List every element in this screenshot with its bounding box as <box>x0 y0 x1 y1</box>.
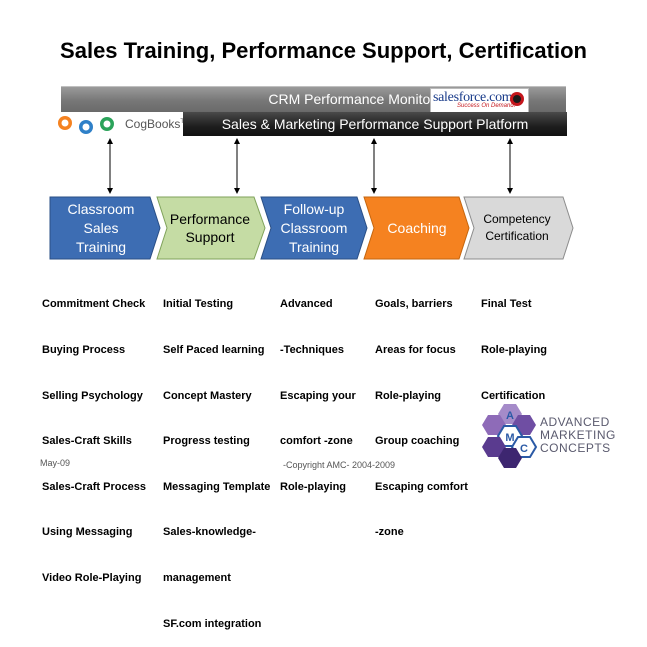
crm-monitoring-bar: CRM Performance Monitoring salesforce.co… <box>61 86 566 113</box>
cogbooks-swirl-icon <box>58 116 114 134</box>
list-item: Self Paced learning <box>163 344 265 357</box>
list-competency-certification: Final Test Role-playing Certification <box>481 267 547 419</box>
list-item: Group coaching <box>375 435 460 448</box>
amc-wordmark-line: ADVANCED <box>540 415 610 429</box>
list-item: -zone <box>375 526 404 539</box>
list-item: Escaping your <box>280 389 356 402</box>
amc-letter-a: A <box>506 410 514 422</box>
footer-copyright: -Copyright AMC- 2004-2009 <box>283 460 396 470</box>
platform-bar-label: Sales & Marketing Performance Support Pl… <box>221 116 529 132</box>
list-performance-support: Initial Testing Self Paced learning Conc… <box>163 267 270 647</box>
amc-letter-m: M <box>505 432 514 444</box>
list-item: Messaging Template <box>163 480 271 493</box>
list-item: Areas for focus <box>375 344 456 357</box>
list-item: Concept Mastery <box>163 389 252 402</box>
salesforce-logo-text: salesforce.com <box>433 90 513 105</box>
stage-chevron-1 <box>49 196 161 260</box>
list-item: Goals, barriers <box>375 298 453 311</box>
list-item: management <box>163 572 231 585</box>
cogbooks-name: CogBooks <box>125 117 181 131</box>
salesforce-badge-icon <box>510 92 524 106</box>
amc-wordmark: ADVANCED MARKETING CONCEPTS <box>540 416 616 455</box>
amc-wordmark-line: MARKETING <box>540 428 616 442</box>
list-item: Role-playing <box>375 389 442 402</box>
connector-arrows <box>107 138 513 194</box>
stage-chevrons <box>49 196 574 260</box>
stage-chevron-3 <box>260 196 368 260</box>
amc-hexagon-logo-icon: A M C <box>482 404 538 468</box>
list-item: Buying Process <box>42 344 126 357</box>
list-coaching: Goals, barriers Areas for focus Role-pla… <box>375 267 468 556</box>
stage-chevron-4 <box>363 196 470 260</box>
list-item: SF.com integration <box>163 617 262 630</box>
amc-wordmark-line: CONCEPTS <box>540 441 611 455</box>
list-item: Video Role-Playing <box>42 572 142 585</box>
list-item: Certification <box>481 389 546 402</box>
amc-letter-c: C <box>520 443 528 455</box>
stage-chevron-5 <box>463 196 574 260</box>
list-follow-up-classroom-training: Advanced -Techniques Escaping your comfo… <box>280 267 356 510</box>
crm-bar-label: CRM Performance Monitoring <box>268 91 454 107</box>
stage-label-coaching: Coaching <box>387 220 447 236</box>
stage-chevron-2 <box>156 196 266 260</box>
list-item: comfort -zone <box>280 435 353 448</box>
list-item: Advanced <box>280 298 333 311</box>
page-title: Sales Training, Performance Support, Cer… <box>60 38 587 63</box>
list-item: Final Test <box>481 298 532 311</box>
list-item: Progress testing <box>163 435 250 448</box>
list-item: Sales-Craft Skills <box>42 435 132 448</box>
list-item: -Techniques <box>280 344 344 357</box>
footer-date: May-09 <box>40 458 71 468</box>
salesforce-logo-tagline: Success On Demand. <box>457 103 516 109</box>
list-item: Sales-Craft Process <box>42 480 146 493</box>
list-item: Escaping comfort <box>375 480 468 493</box>
list-item: Using Messaging <box>42 526 133 539</box>
list-item: Commitment Check <box>42 298 146 311</box>
salesforce-logo: salesforce.com Success On Demand. <box>430 88 529 113</box>
list-classroom-sales-training: Commitment Check Buying Process Selling … <box>42 267 146 601</box>
list-item: Role-playing <box>481 344 548 357</box>
list-item: Selling Psychology <box>42 389 143 402</box>
list-item: Role-playing <box>280 480 347 493</box>
list-item: Sales-knowledge- <box>163 526 256 539</box>
list-item: Initial Testing <box>163 298 234 311</box>
performance-platform-bar: Sales & Marketing Performance Support Pl… <box>183 112 567 136</box>
